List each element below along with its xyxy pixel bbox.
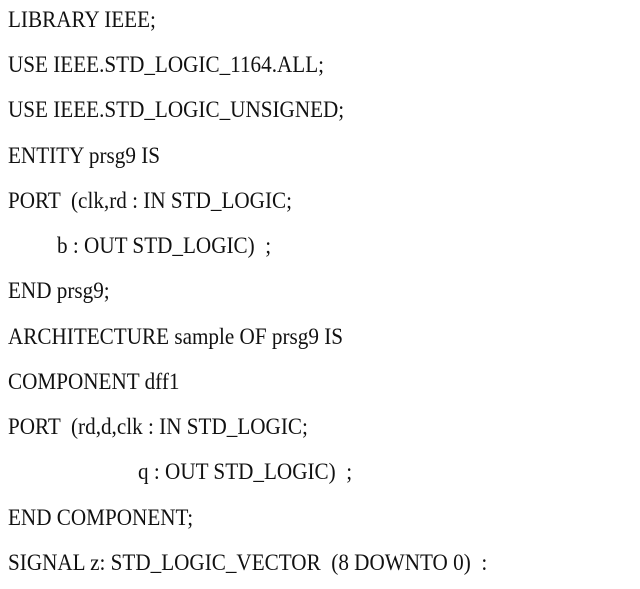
code-line-signal: SIGNAL z: STD_LOGIC_VECTOR (8 DOWNTO 0) …: [8, 550, 488, 575]
code-line-architecture: ARCHITECTURE sample OF prsg9 IS: [8, 324, 344, 349]
code-line-component-port-output: q : OUT STD_LOGIC) ;: [138, 459, 353, 484]
code-line-entity-port-output: b : OUT STD_LOGIC) ;: [57, 233, 272, 258]
code-line-entity-port: PORT (clk,rd : IN STD_LOGIC;: [8, 188, 292, 213]
code-line-end-component: END COMPONENT;: [8, 505, 194, 530]
code-line-entity: ENTITY prsg9 IS: [8, 143, 161, 168]
code-line-use-unsigned: USE IEEE.STD_LOGIC_UNSIGNED;: [8, 97, 345, 122]
code-line-component: COMPONENT dff1: [8, 369, 180, 394]
code-line-component-port: PORT (rd,d,clk : IN STD_LOGIC;: [8, 414, 308, 439]
code-line-library: LIBRARY IEEE;: [8, 7, 156, 32]
code-line-end-entity: END prsg9;: [8, 278, 110, 303]
code-line-use-std-logic: USE IEEE.STD_LOGIC_1164.ALL;: [8, 52, 325, 77]
